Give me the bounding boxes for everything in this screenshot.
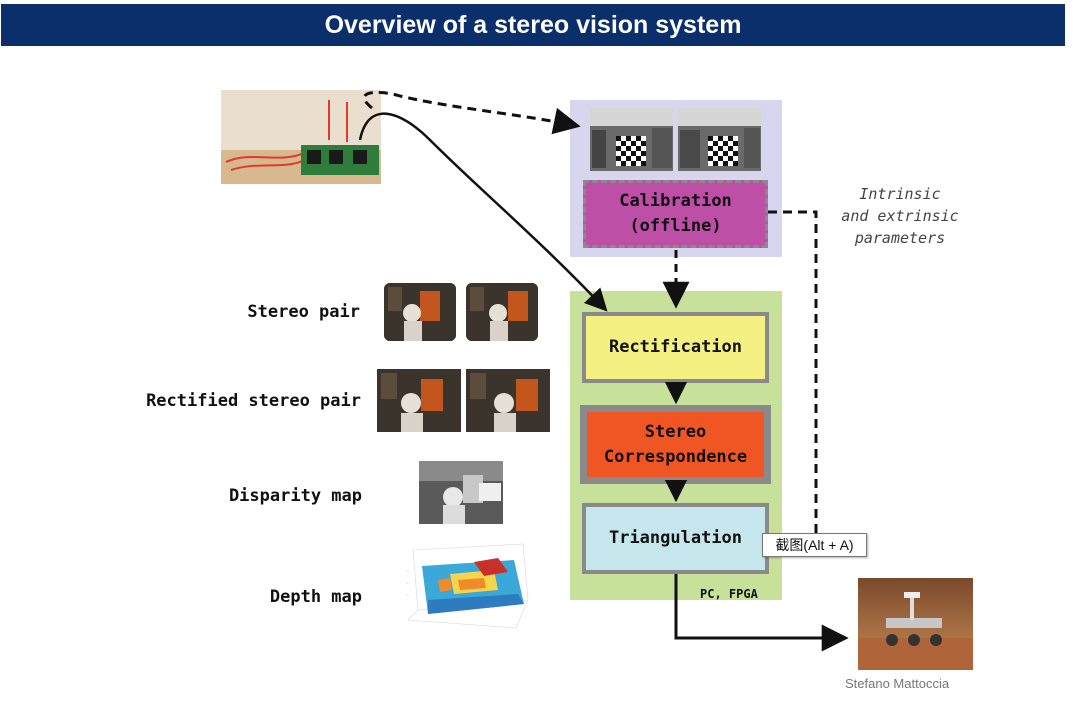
stereo-pair-image-left — [384, 283, 456, 341]
calibration-block: Calibration (offline) — [583, 180, 768, 248]
parameters-note-line-1: Intrinsic — [859, 185, 941, 203]
disparity-map-image — [419, 461, 503, 524]
correspondence-label: Correspondence — [603, 446, 748, 467]
calibration-sublabel: (offline) — [629, 216, 722, 236]
rectified-image-left — [377, 369, 461, 432]
rover-photo — [858, 578, 973, 670]
rectified-image-right — [466, 369, 550, 432]
platform-label: PC, FPGA — [700, 587, 758, 601]
stereo-pair-image-right — [466, 283, 538, 341]
author-credit: Stefano Mattoccia — [845, 676, 950, 691]
stereo-label: Stereo — [644, 421, 707, 442]
svg-text:—: — — [406, 593, 409, 597]
svg-text:—: — — [406, 581, 409, 585]
triangulation-block: Triangulation — [582, 503, 769, 574]
rectification-block: Rectification — [582, 312, 769, 383]
parameters-note-line-3: parameters — [854, 228, 946, 247]
calibration-image-left — [590, 108, 673, 171]
screenshot-tooltip: 截图(Alt + A) — [762, 533, 867, 557]
stereo-camera-photo — [221, 90, 381, 184]
svg-text:—: — — [406, 569, 409, 573]
stereo-pair-label: Stereo pair — [247, 302, 360, 322]
depth-map-image: — — — — [398, 540, 533, 632]
parameters-note-line-2: and extrinsic — [841, 206, 959, 225]
triangulation-label: Triangulation — [608, 528, 743, 549]
disparity-map-label: Disparity map — [228, 486, 362, 506]
stereo-correspondence-block: Stereo Correspondence — [580, 405, 771, 484]
page-title: Overview of a stereo vision system — [1, 4, 1065, 46]
rectification-label: Rectification — [608, 337, 743, 358]
rectified-stereo-pair-label: Rectified stereo pair — [146, 391, 361, 411]
calibration-image-right — [678, 108, 761, 171]
parameters-note: Intrinsic and extrinsic parameters — [820, 184, 980, 249]
calibration-label: Calibration — [619, 191, 732, 212]
depth-map-label: Depth map — [269, 587, 362, 607]
